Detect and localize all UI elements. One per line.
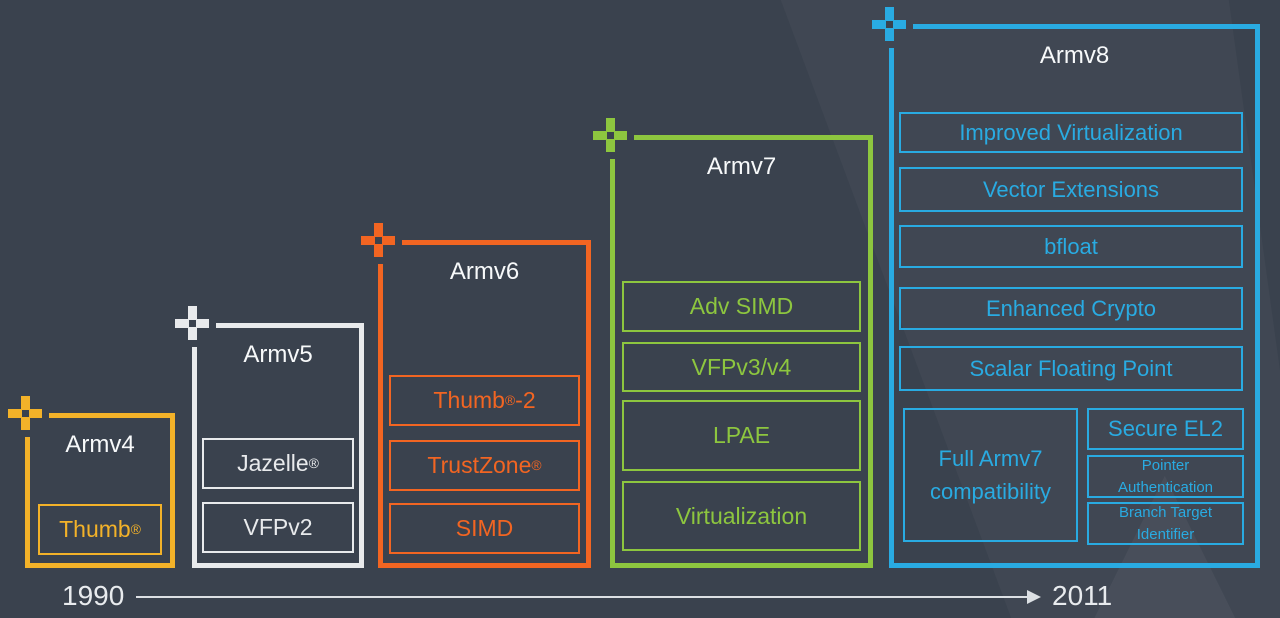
armv8-box: Armv8 Improved Virtualization Vector Ext… <box>872 7 1260 568</box>
plus-icon-center <box>886 21 893 28</box>
box-border-bottom <box>610 563 873 568</box>
plus-icon <box>872 7 906 41</box>
box-border-left <box>25 437 30 568</box>
feature-thumb-2: Thumb®-2 <box>389 375 580 426</box>
box-border-left <box>889 48 894 568</box>
plus-icon-center <box>375 237 382 244</box>
feature-bfloat: bfloat <box>899 225 1243 268</box>
box-border-bottom <box>192 563 364 568</box>
timeline-start-year: 1990 <box>62 580 125 611</box>
feature-enhanced-crypto: Enhanced Crypto <box>899 287 1243 330</box>
plus-icon <box>361 223 395 257</box>
box-border-bottom <box>25 563 175 568</box>
feature-pointer-authentication: Pointer Authentication <box>1087 455 1244 498</box>
plus-icon <box>593 118 627 152</box>
feature-vfpv2: VFPv2 <box>202 502 354 553</box>
feature-vector-extensions: Vector Extensions <box>899 167 1243 212</box>
box-border-top <box>216 323 364 328</box>
plus-icon-center <box>607 132 614 139</box>
timeline-line <box>136 596 1028 598</box>
feature-adv-simd: Adv SIMD <box>622 281 861 332</box>
armv4-title: Armv4 <box>65 431 135 458</box>
box-border-right <box>170 413 175 568</box>
feature-lpae: LPAE <box>622 400 861 471</box>
plus-icon-center <box>189 320 196 327</box>
feature-full-armv7-compatibility: Full Armv7 compatibility <box>903 408 1078 542</box>
feature-scalar-floating-point: Scalar Floating Point <box>899 346 1243 391</box>
plus-icon <box>175 306 209 340</box>
armv4-box: Armv4 Thumb® <box>8 396 175 568</box>
box-border-left <box>378 264 383 568</box>
armv8-title: Armv8 <box>1039 42 1110 69</box>
feature-secure-el2: Secure EL2 <box>1087 408 1244 450</box>
armv5-title: Armv5 <box>243 341 313 368</box>
plus-icon-center <box>22 410 29 417</box>
feature-jazelle: Jazelle® <box>202 438 354 489</box>
box-border-bottom <box>378 563 591 568</box>
box-border-right <box>586 240 591 568</box>
box-border-left <box>192 347 197 568</box>
plus-icon <box>8 396 42 430</box>
armv6-title: Armv6 <box>449 258 520 285</box>
box-border-top <box>634 135 873 140</box>
box-border-right <box>1255 24 1260 568</box>
timeline-arrowhead-icon <box>1027 590 1041 604</box>
box-border-bottom <box>889 563 1260 568</box>
feature-branch-target-identifier: Branch Target Identifier <box>1087 502 1244 545</box>
feature-vfpv3-v4: VFPv3/v4 <box>622 342 861 392</box>
armv6-box: Armv6 Thumb®-2 TrustZone® SIMD <box>361 223 591 568</box>
feature-thumb: Thumb® <box>38 504 162 555</box>
box-border-top <box>913 24 1260 29</box>
box-border-right <box>359 323 364 568</box>
feature-virtualization: Virtualization <box>622 481 861 551</box>
box-border-top <box>49 413 175 418</box>
feature-trustzone: TrustZone® <box>389 440 580 491</box>
feature-simd: SIMD <box>389 503 580 554</box>
timeline-end-year: 2011 <box>1052 580 1113 611</box>
armv7-box: Armv7 Adv SIMD VFPv3/v4 LPAE Virtualizat… <box>593 118 873 568</box>
box-border-left <box>610 159 615 568</box>
armv7-title: Armv7 <box>706 153 777 180</box>
box-border-right <box>868 135 873 568</box>
feature-improved-virtualization: Improved Virtualization <box>899 112 1243 153</box>
box-border-top <box>402 240 591 245</box>
armv5-box: Armv5 Jazelle® VFPv2 <box>175 306 364 568</box>
